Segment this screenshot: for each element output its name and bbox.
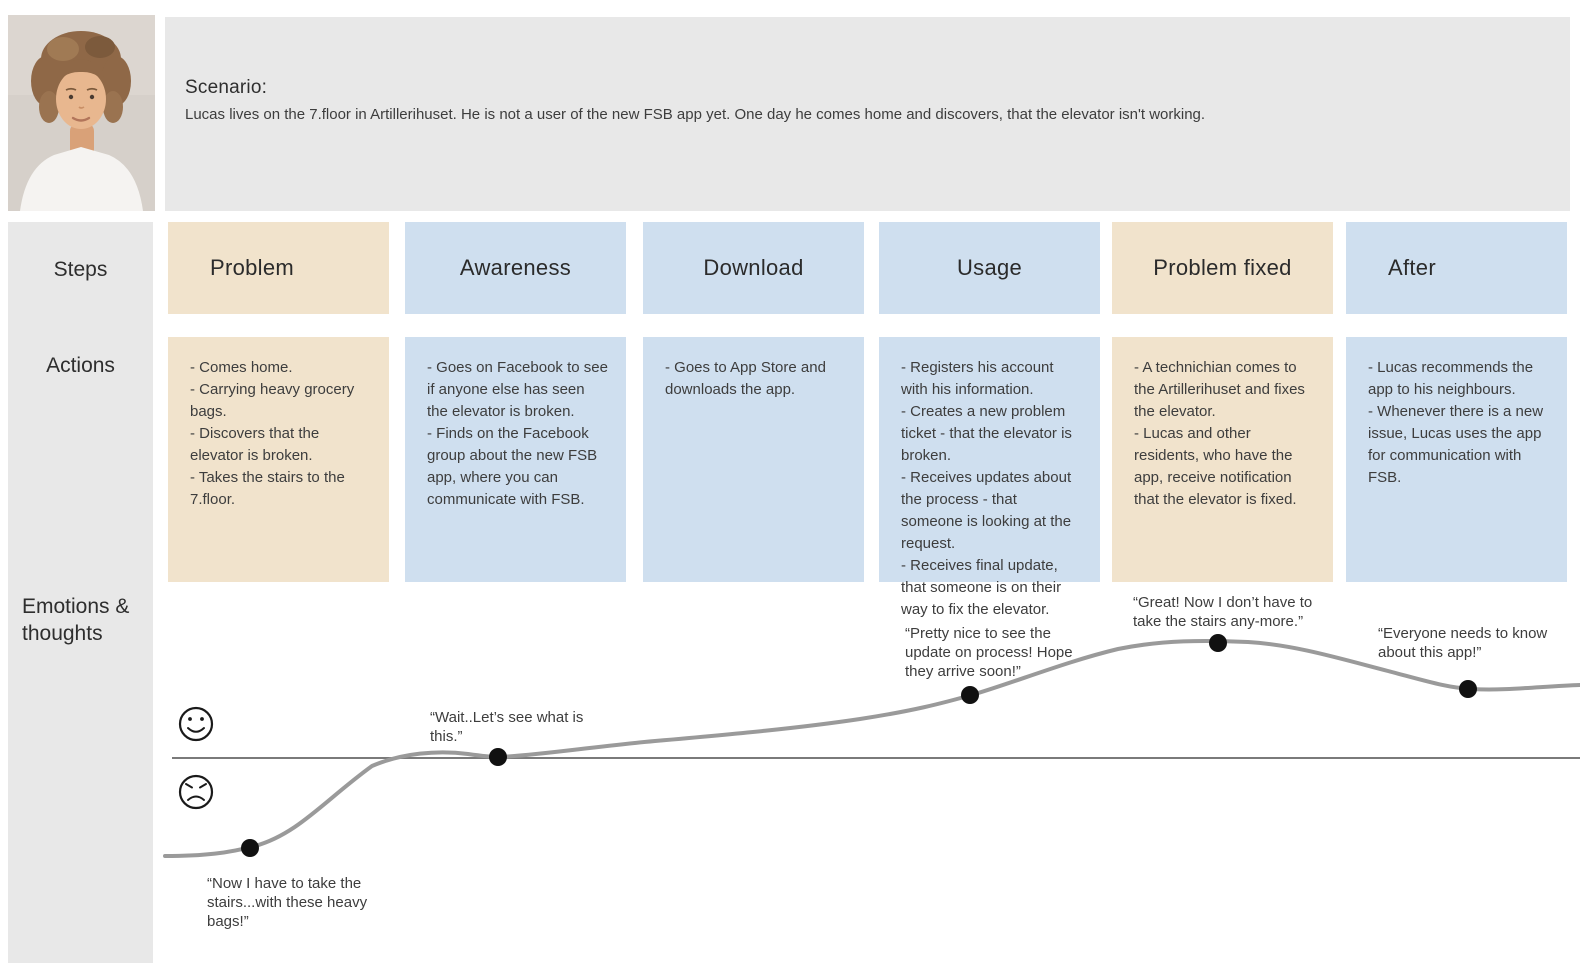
step-header-problem: Problem [168, 222, 389, 314]
step-header-awareness: Awareness [405, 222, 626, 314]
emotion-point [961, 686, 979, 704]
emotion-quote: “Now I have to take the stairs...with th… [207, 875, 368, 930]
actions-usage: - Registers his account with his informa… [879, 337, 1100, 618]
emotion-point [489, 748, 507, 766]
actions-problem: - Comes home. - Carrying heavy grocery b… [168, 337, 389, 582]
emotion-curve [163, 638, 1580, 858]
actions-after: - Lucas recommends the app to his neighb… [1346, 337, 1567, 582]
emotion-quote: “Wait..Let’s see what is this.” [430, 709, 584, 745]
actions-problem-fixed: - A technichian comes to the Artillerihu… [1112, 337, 1333, 582]
emotion-point [1209, 634, 1227, 652]
row-label-actions: Actions [46, 354, 115, 377]
scenario-text: Lucas lives on the 7.floor in Artillerih… [185, 106, 1206, 123]
emotion-point [1459, 680, 1477, 698]
actions-awareness: - Goes on Facebook to see if anyone else… [405, 337, 626, 582]
scenario-title: Scenario: [185, 77, 268, 98]
emotion-point [241, 839, 259, 857]
step-header-usage: Usage [879, 222, 1100, 314]
emotion-quote: “Pretty nice to see the update on proces… [905, 625, 1073, 680]
step-header-after: After [1346, 222, 1567, 314]
actions-download: - Goes to App Store and downloads the ap… [643, 337, 864, 582]
scenario-panel: Scenario: Lucas lives on the 7.floor in … [165, 17, 1570, 211]
step-header-problem-fixed: Problem fixed [1112, 222, 1333, 314]
row-label-steps: Steps [53, 258, 108, 281]
persona-photo [8, 15, 155, 211]
row-label-emotions: Emotions & thoughts [22, 595, 130, 645]
step-header-download: Download [643, 222, 864, 314]
happy-face-icon [178, 706, 214, 742]
row-label-rail [8, 222, 153, 963]
emotion-quote: “Everyone needs to know about this app!” [1378, 625, 1548, 661]
emotion-quote: “Great! Now I don’t have to take the sta… [1133, 594, 1313, 630]
angry-face-icon [178, 774, 214, 810]
